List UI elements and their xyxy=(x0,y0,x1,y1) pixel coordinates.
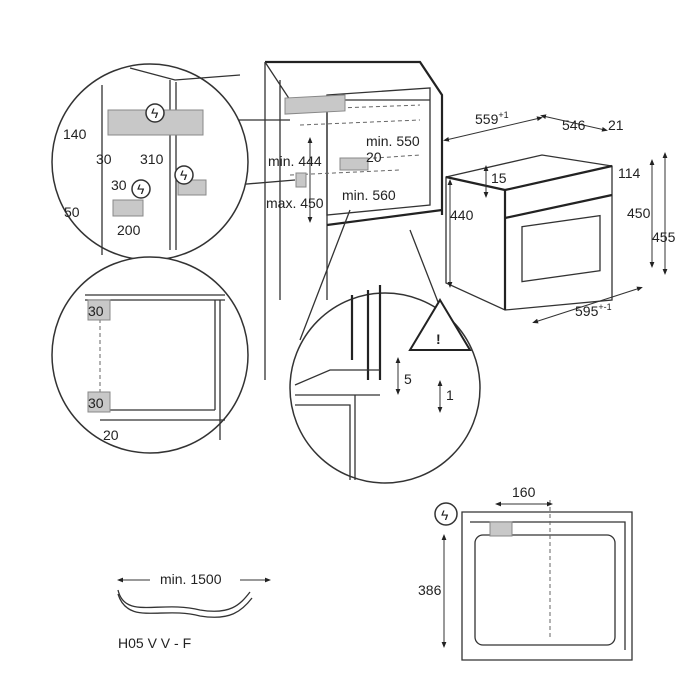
detail-side-clearance: 30 30 20 xyxy=(51,256,249,454)
dim-440: 440 xyxy=(450,207,474,223)
dim-5: 5 xyxy=(404,371,412,387)
power-cable-drawing: min. 1500 H05 V V - F xyxy=(117,570,271,651)
dim-559: 559+1 xyxy=(475,110,509,127)
electric-hazard-icon: ϟ xyxy=(131,179,151,199)
dim-114: 114 xyxy=(618,165,641,181)
cable-type-label: H05 V V - F xyxy=(118,635,191,651)
dim-1: 1 xyxy=(446,387,454,403)
dim-min-1500: min. 1500 xyxy=(160,571,222,587)
cabinet-drawing: min. 444 max. 450 min. 550 20 min. 560 xyxy=(264,60,444,380)
warning-triangle-icon: ! xyxy=(408,298,472,351)
dim-30: 30 xyxy=(88,395,104,411)
detail-bottom-gap: ! 5 1 xyxy=(289,209,481,484)
dim-30: 30 xyxy=(88,303,104,319)
electric-hazard-icon: ϟ xyxy=(174,165,194,185)
dim-max-450: max. 450 xyxy=(266,195,324,211)
dim-20: 20 xyxy=(366,149,382,165)
dim-455: 455 xyxy=(652,229,676,245)
dim-15: 15 xyxy=(491,170,507,186)
rear-view-drawing: ϟ 160 386 xyxy=(418,484,633,661)
dim-546: 546 xyxy=(562,117,586,133)
dim-21: 21 xyxy=(608,117,624,133)
dim-450: 450 xyxy=(627,205,651,221)
svg-text:ϟ: ϟ xyxy=(180,167,188,183)
dim-20: 20 xyxy=(103,427,119,443)
dim-50: 50 xyxy=(64,204,80,220)
dim-30: 30 xyxy=(96,151,112,167)
dim-386: 386 xyxy=(418,582,442,598)
electric-hazard-icon: ϟ xyxy=(145,103,165,123)
dim-595: 595+-1 xyxy=(575,302,612,319)
dim-310: 310 xyxy=(140,151,164,167)
dim-140: 140 xyxy=(63,126,87,142)
svg-text:ϟ: ϟ xyxy=(151,105,159,121)
svg-text:ϟ: ϟ xyxy=(441,507,449,523)
dim-min-550: min. 550 xyxy=(366,133,420,149)
dim-160: 160 xyxy=(512,484,536,500)
dim-200: 200 xyxy=(117,222,141,238)
detail-ventilation: ϟ ϟ ϟ 140 30 310 30 50 200 xyxy=(51,63,296,261)
svg-text:ϟ: ϟ xyxy=(137,181,145,197)
dim-min-444: min. 444 xyxy=(268,153,322,169)
dim-min-560: min. 560 xyxy=(342,187,396,203)
dim-30: 30 xyxy=(111,177,127,193)
electric-hazard-icon: ϟ xyxy=(434,502,458,526)
oven-drawing: 559+1 546 21 15 114 440 450 455 595+-1 xyxy=(443,110,676,324)
svg-text:!: ! xyxy=(436,331,441,347)
